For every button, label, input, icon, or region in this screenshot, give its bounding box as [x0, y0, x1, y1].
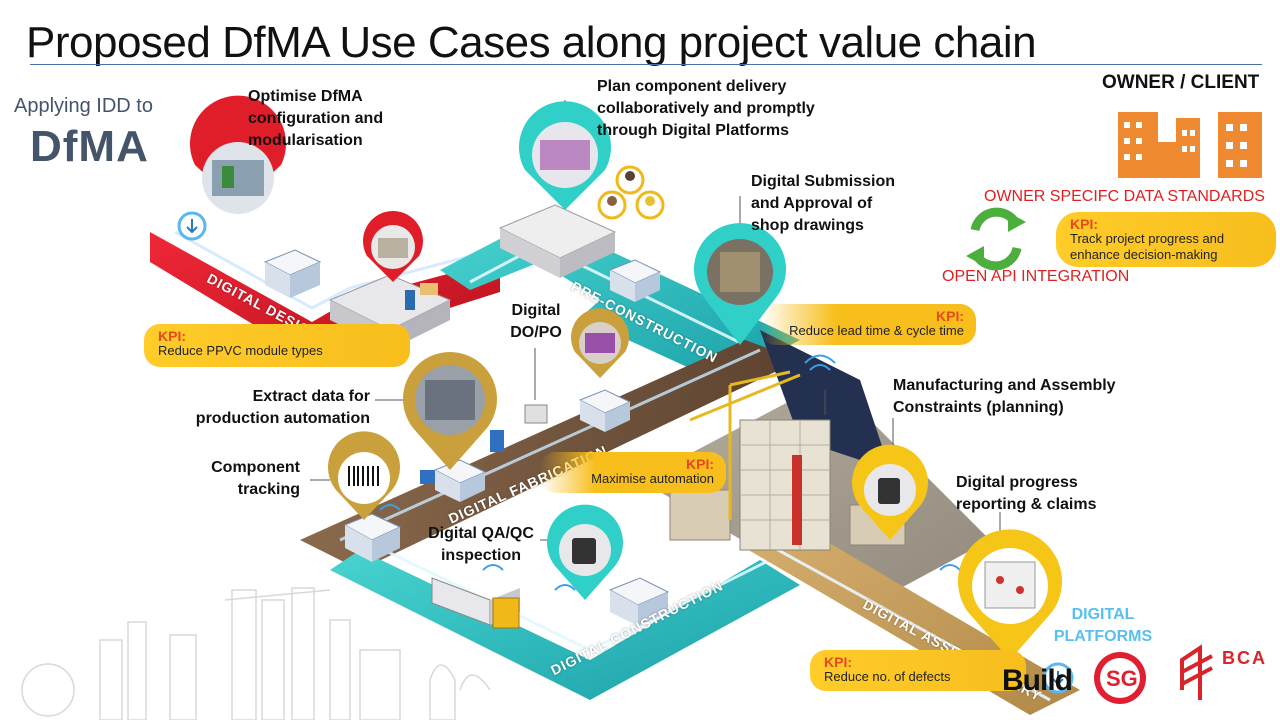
pin-design-room: [363, 211, 423, 282]
kpi-value: Reduce no. of defects: [824, 669, 951, 684]
ppvc-module-fabrication: [578, 389, 632, 432]
applying-idd-text: Applying IDD to: [14, 95, 153, 117]
label-manufacturing: Manufacturing and Assembly Constraints (…: [893, 377, 1116, 416]
kpi-label: KPI:: [824, 654, 852, 670]
pin-plan-delivery: [518, 101, 611, 210]
pin-component-tracking: [328, 431, 400, 520]
building-under-construction: [669, 330, 906, 551]
kpi-label: KPI:: [936, 308, 964, 324]
buildsg-logo-sg: SG: [1106, 666, 1138, 691]
ppvc-module-design: [263, 249, 322, 298]
bca-logo-mark: [1180, 644, 1213, 700]
kpi-fabrication: KPI: Maximise automation: [540, 452, 726, 493]
kpi-label: KPI:: [686, 456, 714, 472]
digital-construction-road: [330, 550, 800, 700]
wifi-signal-icons: [379, 354, 961, 591]
kpi-label: KPI:: [1070, 216, 1098, 232]
label-plan-delivery: Plan component delivery collaboratively …: [597, 78, 815, 139]
team-avatars: [597, 165, 665, 220]
title-divider: [30, 64, 1262, 65]
pin-progress-reporting: [958, 529, 1062, 660]
pin-manufacturing: [852, 444, 929, 540]
pin-extract-data: [403, 352, 497, 470]
digital-platforms-label: DIGITAL PLATFORMS: [1053, 606, 1153, 645]
owner-client-heading: OWNER / CLIENT: [1102, 72, 1260, 93]
tower-crane: [689, 370, 801, 520]
dfma-logo: DfMA: [30, 122, 149, 171]
kpi-value: Track project progress and enhance decis…: [1070, 231, 1225, 262]
open-api-integration: OPEN API INTEGRATION: [942, 268, 1130, 285]
pin-do-po: [571, 308, 629, 378]
kpi-value: Maximise automation: [591, 471, 714, 486]
owner-buildings-icon: [1118, 112, 1262, 178]
label-do-po: Digital DO/PO: [510, 302, 562, 341]
kpi-preconstruction: KPI: Reduce lead time & cycle time: [760, 304, 976, 345]
label-progress-reporting: Digital progress reporting & claims: [956, 474, 1097, 513]
pin-qaqc: [547, 504, 623, 600]
page-title: Proposed DfMA Use Cases along project va…: [26, 18, 1037, 67]
kpi-value: Reduce PPVC module types: [158, 343, 323, 358]
ppvc-module-construction: [608, 577, 670, 626]
pin-optimise-config: [190, 95, 286, 214]
factory-robots: [420, 404, 548, 484]
pre-construction-office: [498, 204, 617, 278]
cloud-download-icon-start: [177, 211, 207, 241]
barcode-icon: [348, 466, 379, 486]
city-skyline: [21, 587, 491, 720]
kpi-value: Reduce lead time & cycle time: [789, 323, 964, 338]
kpi-label: KPI:: [158, 328, 186, 344]
bca-logo-text: BCA: [1222, 648, 1267, 668]
label-component-tracking: Component tracking: [211, 459, 300, 498]
kpi-owner: KPI: Track project progress and enhance …: [1056, 212, 1276, 267]
ppvc-module-preconstruction: [608, 259, 662, 302]
buildsg-logo-build: Build: [1002, 664, 1073, 697]
label-submission: Digital Submission and Approval of shop …: [751, 173, 896, 234]
kpi-design: KPI: Reduce PPVC module types: [144, 324, 410, 367]
label-optimise: Optimise DfMA configuration and modulari…: [248, 88, 384, 149]
owner-data-standards: OWNER SPECIFC DATA STANDARDS: [984, 188, 1265, 205]
label-qaqc: Digital QA/QC inspection: [428, 525, 534, 564]
label-extract-data: Extract data for production automation: [195, 388, 370, 427]
kpi-delivery: KPI: Reduce no. of defects: [810, 650, 1026, 691]
buildsg-logo-circle: [1094, 652, 1146, 704]
delivery-truck: [431, 577, 520, 629]
cloud-download-icon-end: [1042, 662, 1074, 694]
